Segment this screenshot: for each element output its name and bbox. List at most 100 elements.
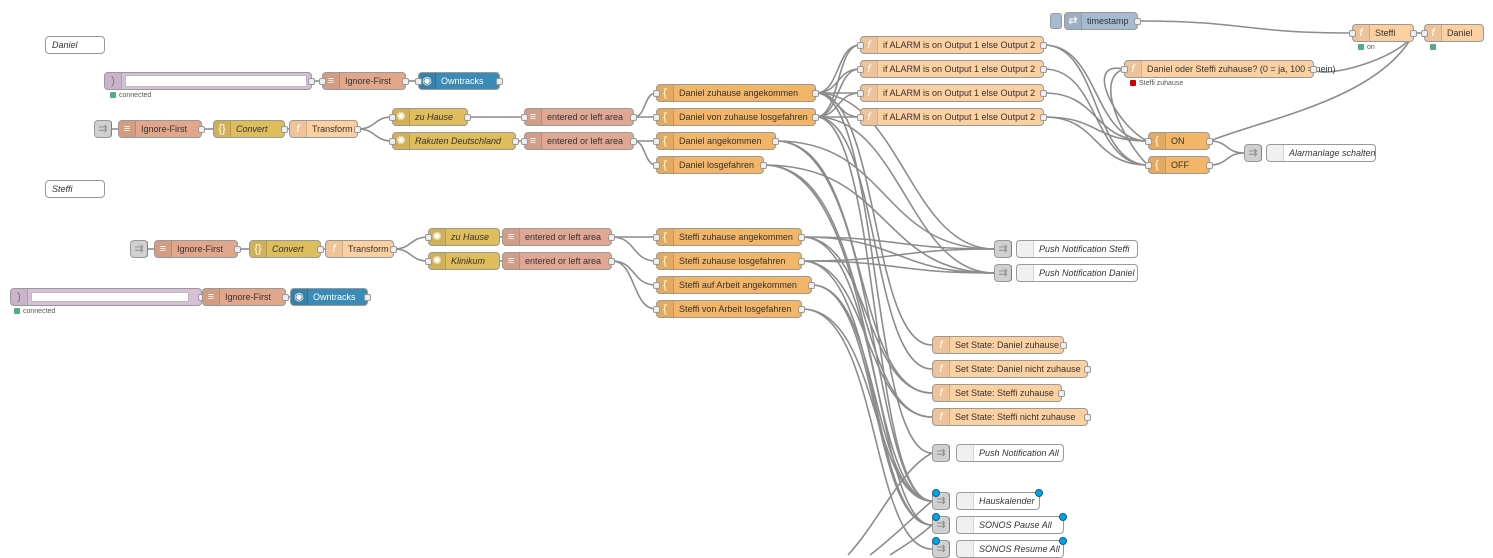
alarm-function-2[interactable]: f if ALARM is on Output 1 else Output 2 bbox=[857, 60, 1047, 78]
output-port[interactable] bbox=[281, 126, 288, 133]
output-port[interactable] bbox=[1040, 42, 1047, 49]
transform-steffi[interactable]: f Transform bbox=[325, 240, 397, 258]
geofence-zu-hause-daniel[interactable]: ✺ zu Hause bbox=[389, 108, 471, 126]
switch-steffi-2[interactable]: { Steffi zuhause losgefahren bbox=[653, 252, 805, 270]
comment-steffi[interactable]: Steffi bbox=[45, 180, 105, 198]
output-port[interactable] bbox=[1206, 138, 1213, 145]
input-port[interactable] bbox=[857, 42, 864, 49]
output-port[interactable] bbox=[760, 162, 767, 169]
link-in-daniel[interactable]: ⇉ bbox=[94, 120, 112, 138]
entered-area-steffi-2[interactable]: ≡ entered or left area bbox=[502, 252, 615, 270]
switch-steffi-3[interactable]: { Steffi auf Arbeit angekommen bbox=[653, 276, 815, 294]
switch-daniel-4[interactable]: { Daniel losgefahren bbox=[653, 156, 767, 174]
switch-on[interactable]: { ON bbox=[1145, 132, 1213, 150]
output-port[interactable] bbox=[1134, 18, 1141, 25]
set-state-4[interactable]: f Set State: Steffi nicht zuhause bbox=[932, 408, 1091, 426]
push-notification-all[interactable]: Push Notification All bbox=[956, 444, 1064, 462]
input-port[interactable] bbox=[653, 306, 660, 313]
input-port[interactable] bbox=[521, 114, 528, 121]
input-port[interactable] bbox=[1145, 138, 1152, 145]
output-port[interactable] bbox=[1040, 114, 1047, 121]
convert-steffi[interactable]: {} Convert bbox=[249, 240, 324, 258]
input-port[interactable] bbox=[1145, 162, 1152, 169]
link-out-push-all[interactable]: ⇉ bbox=[932, 444, 950, 462]
output-port[interactable] bbox=[798, 306, 805, 313]
output-port[interactable] bbox=[630, 114, 637, 121]
output-port[interactable] bbox=[282, 294, 289, 301]
alarmanlage-schalten[interactable]: Alarmanlage schalten bbox=[1266, 144, 1376, 162]
input-port[interactable] bbox=[415, 78, 422, 85]
input-port[interactable] bbox=[857, 114, 864, 121]
output-port[interactable] bbox=[1206, 162, 1213, 169]
input-port[interactable] bbox=[653, 282, 660, 289]
output-port[interactable] bbox=[354, 126, 361, 133]
alarm-function-4[interactable]: f if ALARM is on Output 1 else Output 2 bbox=[857, 108, 1047, 126]
input-port[interactable] bbox=[857, 90, 864, 97]
input-port[interactable] bbox=[653, 258, 660, 265]
ignore-first-daniel[interactable]: ≡ Ignore-First bbox=[118, 120, 205, 138]
output-port[interactable] bbox=[608, 234, 615, 241]
input-port[interactable] bbox=[857, 66, 864, 73]
push-notification-daniel[interactable]: Push Notification Daniel bbox=[1016, 264, 1138, 282]
input-port[interactable] bbox=[425, 234, 432, 241]
entered-area-daniel-2[interactable]: ≡ entered or left area bbox=[521, 132, 637, 150]
entered-area-daniel-1[interactable]: ≡ entered or left area bbox=[521, 108, 637, 126]
output-port[interactable] bbox=[496, 78, 503, 85]
input-port[interactable] bbox=[653, 114, 660, 121]
comment-daniel[interactable]: Daniel bbox=[45, 36, 105, 54]
alarm-function-3[interactable]: f if ALARM is on Output 1 else Output 2 bbox=[857, 84, 1047, 102]
sonos-pause-all[interactable]: SONOS Pause All bbox=[956, 516, 1064, 534]
set-state-3[interactable]: f Set State: Steffi zuhause bbox=[932, 384, 1065, 402]
function-daniel[interactable]: f Daniel bbox=[1421, 24, 1484, 42]
input-port[interactable] bbox=[653, 138, 660, 145]
function-steffi[interactable]: f Steffi bbox=[1349, 24, 1417, 42]
link-out-alarm[interactable]: ⇉ bbox=[1244, 144, 1262, 162]
input-port[interactable] bbox=[653, 90, 660, 97]
hauskalender[interactable]: Hauskalender bbox=[956, 492, 1040, 510]
output-port[interactable] bbox=[798, 234, 805, 241]
output-port[interactable] bbox=[234, 246, 241, 253]
set-state-2[interactable]: f Set State: Daniel nicht zuhause bbox=[932, 360, 1091, 378]
input-port[interactable] bbox=[389, 114, 396, 121]
output-port[interactable] bbox=[464, 114, 471, 121]
output-port[interactable] bbox=[630, 138, 637, 145]
input-port[interactable] bbox=[1421, 30, 1428, 37]
transform-daniel[interactable]: f Transform bbox=[289, 120, 361, 138]
output-port[interactable] bbox=[812, 90, 819, 97]
input-port[interactable] bbox=[319, 78, 326, 85]
output-port[interactable] bbox=[364, 294, 371, 301]
timestamp-inject[interactable]: ⇄ timestamp bbox=[1064, 12, 1141, 30]
output-port[interactable] bbox=[812, 114, 819, 121]
geofence-rakuten-daniel[interactable]: ✺ Rakuten Deutschland bbox=[389, 132, 519, 150]
entered-area-steffi-1[interactable]: ≡ entered or left area bbox=[502, 228, 615, 246]
output-port[interactable] bbox=[1084, 366, 1091, 373]
switch-daniel-3[interactable]: { Daniel angekommen bbox=[653, 132, 779, 150]
ignore-first-steffi-bottom[interactable]: ≡ Ignore-First bbox=[202, 288, 289, 306]
output-port[interactable] bbox=[1058, 390, 1065, 397]
output-port[interactable] bbox=[1040, 66, 1047, 73]
link-out-push-steffi[interactable]: ⇉ bbox=[994, 240, 1012, 258]
link-in-steffi[interactable]: ⇉ bbox=[130, 240, 148, 258]
output-port[interactable] bbox=[1060, 342, 1067, 349]
output-port[interactable] bbox=[512, 138, 519, 145]
input-port[interactable] bbox=[1121, 66, 1128, 73]
output-port[interactable] bbox=[308, 78, 315, 85]
output-port[interactable] bbox=[772, 138, 779, 145]
output-port[interactable] bbox=[1040, 90, 1047, 97]
output-port[interactable] bbox=[808, 282, 815, 289]
output-port[interactable] bbox=[402, 78, 409, 85]
input-port[interactable] bbox=[521, 138, 528, 145]
mqtt-in-daniel[interactable]: ) bbox=[104, 72, 315, 90]
output-port[interactable] bbox=[608, 258, 615, 265]
switch-daniel-2[interactable]: { Daniel von zuhause losgefahren bbox=[653, 108, 819, 126]
output-port[interactable] bbox=[1084, 414, 1091, 421]
sonos-resume-all[interactable]: SONOS Resume All bbox=[956, 540, 1064, 558]
input-port[interactable] bbox=[653, 162, 660, 169]
alarm-function-1[interactable]: f if ALARM is on Output 1 else Output 2 bbox=[857, 36, 1047, 54]
output-port[interactable] bbox=[390, 246, 397, 253]
inject-button[interactable] bbox=[1050, 13, 1062, 29]
owntracks-daniel[interactable]: ◉ Owntracks bbox=[415, 72, 503, 90]
output-port[interactable] bbox=[198, 126, 205, 133]
output-port[interactable] bbox=[1310, 66, 1317, 73]
check-home[interactable]: f Daniel oder Steffi zuhause? (0 = ja, 1… bbox=[1121, 60, 1335, 78]
